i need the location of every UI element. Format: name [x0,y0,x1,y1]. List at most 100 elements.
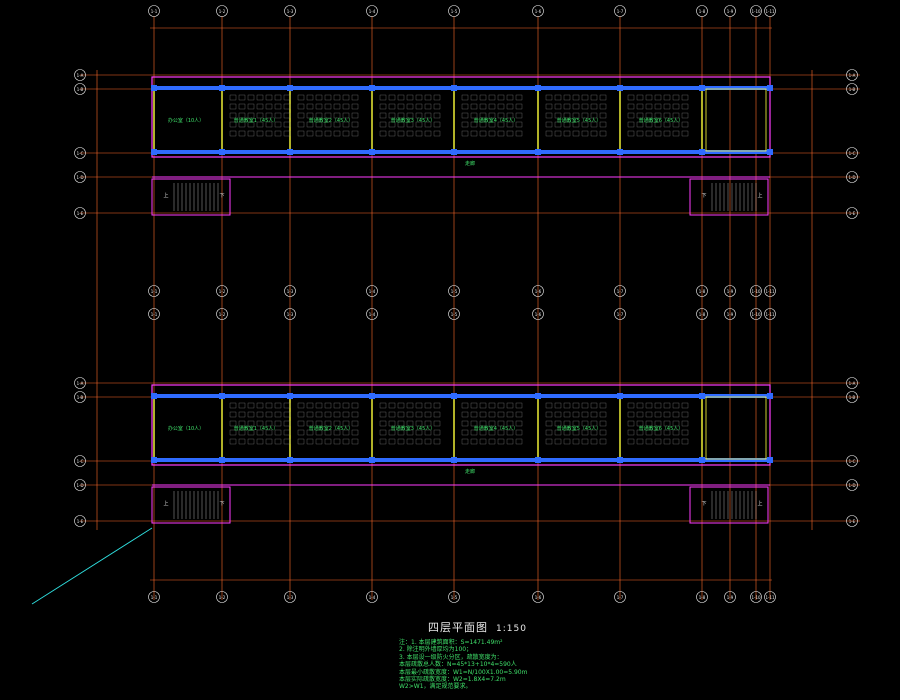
axis-bubble [148,308,160,320]
desk [645,103,653,110]
desk [488,438,496,445]
desk [470,94,478,101]
desk [265,402,273,409]
desk [515,130,523,137]
structural-column [617,457,623,463]
desk [265,411,273,418]
desk [506,411,514,418]
desk [563,112,571,119]
desk [247,94,255,101]
desk [397,121,405,128]
desk [581,420,589,427]
desk [636,411,644,418]
desk [229,121,237,128]
desk [590,420,598,427]
desk [554,429,562,436]
desk [315,420,323,427]
desk [229,130,237,137]
desk [379,94,387,101]
desk [681,411,689,418]
desk [599,130,607,137]
desk [515,94,523,101]
desk [479,402,487,409]
desk [351,94,359,101]
desk [256,112,264,119]
classroom-label: 普通教室4（45人） [474,425,519,432]
desk [590,103,598,110]
desk [424,94,432,101]
desk [590,112,598,119]
structural-column [699,85,705,91]
desk [672,121,680,128]
desk [247,112,255,119]
desk [256,94,264,101]
desk [590,121,598,128]
desk [545,103,553,110]
desk [563,411,571,418]
desk [351,402,359,409]
desk [627,130,635,137]
axis-bubble [764,285,776,297]
desk [645,438,653,445]
axis-bubble-label: 1-2 [219,595,226,600]
desk [306,402,314,409]
desk [581,438,589,445]
desk [590,130,598,137]
desk [545,121,553,128]
desk [433,121,441,128]
structural-column [451,457,457,463]
desk [563,130,571,137]
axis-bubble [284,5,296,17]
note-line: 本层最小疏散宽度：W1=N/100X1.00=5.90m [399,668,528,676]
desk [681,438,689,445]
design-notes: 注：1. 本层建筑面积：S=1471.49m² 2. 除注明外墙厚均为100； … [399,639,527,691]
desk [424,411,432,418]
axis-bubble-label: 1-8 [699,595,706,600]
office-label: 办公室（10人） [168,117,204,124]
desk [554,402,562,409]
axis-bubble-label: 1-B [77,395,84,400]
desk [461,402,469,409]
desk [351,103,359,110]
desk [283,438,291,445]
desk [238,130,246,137]
desk [333,402,341,409]
desk [324,94,332,101]
desk [342,121,350,128]
desk [636,438,644,445]
desk [479,438,487,445]
corridor-label: 走廊 [465,160,475,167]
axis-bubble-label: 1-2 [219,9,226,14]
stair-label: 下 [701,501,706,507]
classroom-label: 普通教室2（45人） [309,117,354,124]
desk [497,438,505,445]
axis-bubble-label: 1-D [76,175,83,180]
structural-column [287,457,293,463]
desk [681,94,689,101]
desk [324,103,332,110]
desk [238,429,246,436]
desk [274,429,282,436]
desk [663,411,671,418]
structural-column [451,85,457,91]
axis-bubble-label: 1-A [849,381,856,386]
desk [342,402,350,409]
axis-bubble [750,5,762,17]
axis-bubble [724,308,736,320]
axis-bubble [846,207,858,219]
desk [306,112,314,119]
structural-column [451,393,457,399]
axis-bubble [448,285,460,297]
desk [315,121,323,128]
stair-label: 上 [163,500,168,507]
structural-column [617,149,623,155]
desk [351,411,359,418]
desk [627,112,635,119]
desk [351,420,359,427]
desk [479,130,487,137]
structural-column [287,393,293,399]
desk [283,112,291,119]
structural-column [151,393,157,399]
desk [627,438,635,445]
axis-bubble [764,591,776,603]
